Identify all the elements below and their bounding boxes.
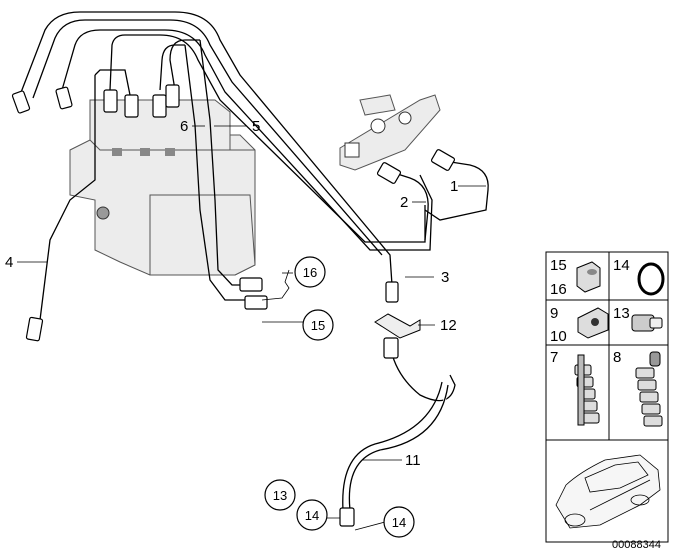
panel-8: 8: [613, 349, 621, 366]
bracket-12: [374, 313, 421, 339]
callout-11: 11: [405, 452, 421, 469]
svg-text:16: 16: [303, 265, 317, 280]
panel-7: 7: [550, 349, 558, 366]
panel-13: 13: [613, 305, 630, 322]
svg-text:13: 13: [273, 488, 287, 503]
callout-12: 12: [440, 317, 457, 334]
panel-10: 10: [550, 328, 567, 345]
callout-2: 2: [400, 194, 408, 211]
brake-pipes: [18, 10, 489, 511]
callout-16-circled: 16: [294, 256, 326, 288]
panel-15: 15: [550, 257, 567, 274]
callout-1: 1: [450, 178, 458, 195]
panel-14: 14: [613, 257, 630, 274]
adapter-nut-icon: [576, 261, 601, 293]
callout-13-circled: 13: [264, 479, 296, 511]
pipe-clip-icon: [577, 307, 609, 339]
panel-9: 9: [550, 305, 558, 322]
diagram-code: 00088344: [612, 539, 661, 551]
callout-14b-circled: 14: [383, 506, 415, 538]
master-cylinder: [339, 94, 441, 171]
callout-6: 6: [180, 118, 188, 135]
pipe-holder-7-icon: [574, 354, 600, 426]
svg-text:14: 14: [305, 508, 319, 523]
svg-text:15: 15: [311, 318, 325, 333]
callout-14a-circled: 14: [296, 499, 328, 531]
callout-3: 3: [441, 269, 449, 286]
panel-16: 16: [550, 281, 567, 298]
pipe-holder-8-icon: [635, 351, 663, 427]
callout-5: 5: [252, 118, 260, 135]
bleed-screw-icon: [631, 314, 663, 332]
abs-hydraulic-unit: [69, 99, 256, 276]
seal-ring-icon: [637, 262, 665, 296]
callout-15-circled: 15: [302, 309, 334, 341]
car-silhouette-icon: [555, 454, 661, 529]
svg-text:14: 14: [392, 515, 406, 530]
leader-lines: [17, 125, 486, 531]
pipe-fittings: [11, 84, 456, 527]
callout-4: 4: [5, 254, 13, 271]
